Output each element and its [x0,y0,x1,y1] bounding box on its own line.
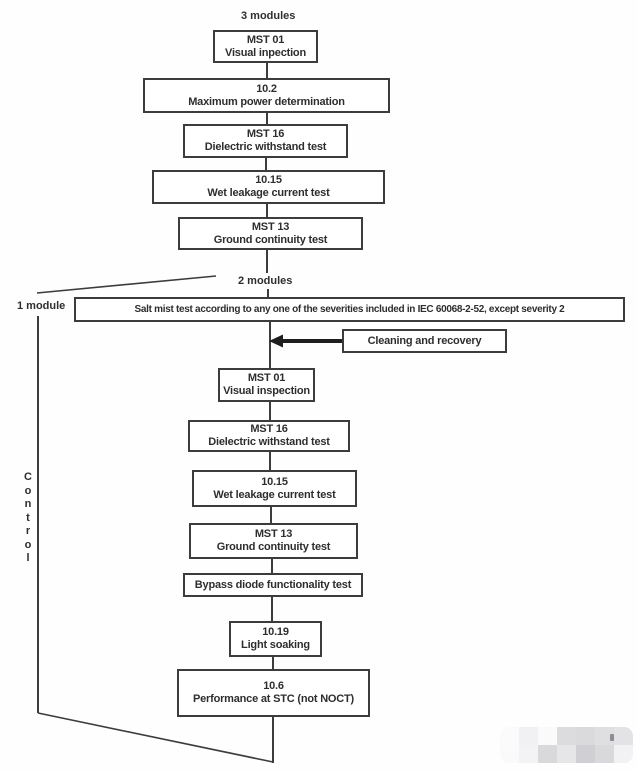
flow-box-ground-continuity-2: MST 13 Ground continuity test [189,523,358,559]
flow-box-wet-leakage-1: 10.15 Wet leakage current test [152,170,385,204]
flow-box-performance-stc: 10.6 Performance at STC (not NOCT) [177,669,370,717]
label-one-module: 1 module [17,300,66,312]
box-title: Ground continuity test [213,233,328,246]
watermark-mosaic [500,727,633,763]
box-code: MST 13 [251,220,290,233]
box-title: Ground continuity test [216,541,331,553]
connector-segment [267,289,269,297]
box-code: MST 01 [246,33,285,46]
box-title: Cleaning and recovery [367,334,482,347]
connector-segment [265,158,267,170]
box-code: 10.15 [255,174,282,186]
box-title: Dielectric withstand test [204,141,327,153]
box-title: Bypass diode functionality test [194,578,352,591]
connector-segment [271,559,273,573]
flow-box-light-soaking: 10.19 Light soaking [229,621,322,657]
connector-segment [272,657,274,669]
box-code: 10.15 [261,475,288,488]
label-two-modules: 2 modules [238,275,293,287]
branch-diagonal-top [36,275,217,294]
flow-box-wet-leakage-2: 10.15 Wet leakage current test [192,470,357,507]
box-code: MST 16 [250,423,288,435]
connector-segment [266,204,268,217]
connector-segment [270,507,272,523]
connector-segment [266,113,268,124]
flow-box-salt-mist-test: Salt mist test according to any one of t… [74,297,625,322]
box-title: Maximum power determination [188,95,345,108]
flow-box-bypass-diode: Bypass diode functionality test [183,573,363,597]
flow-box-cleaning-recovery: Cleaning and recovery [342,329,507,353]
connector-segment [266,250,268,273]
flow-box-dielectric-withstand-2: MST 16 Dielectric withstand test [188,420,350,452]
box-title: Visual inspection [223,385,310,397]
connector-segment [272,717,274,763]
box-code: MST 16 [246,128,285,140]
box-title: Light soaking [241,639,310,651]
box-title: Wet leakage current test [213,488,336,501]
connector-segment [266,63,268,78]
box-code: 10.2 [256,82,277,95]
box-code: 10.6 [263,680,284,692]
box-code: MST 01 [247,372,286,384]
label-three-modules: 3 modules [241,10,296,22]
cleaning-arrow-head [269,334,283,348]
box-title: Dielectric withstand test [208,436,330,448]
flow-box-dielectric-withstand-1: MST 16 Dielectric withstand test [183,124,348,158]
flow-box-max-power-determination: 10.2 Maximum power determination [143,78,390,113]
flow-box-visual-inspection-2: MST 01 Visual inspection [218,368,315,402]
box-code: 10.19 [262,626,289,638]
connector-segment [271,597,273,621]
connector-segment [269,402,271,420]
connector-segment [269,322,271,368]
box-title: Performance at STC (not NOCT) [192,693,355,705]
box-title: Salt mist test according to any one of t… [134,304,565,315]
flow-box-ground-continuity-1: MST 13 Ground continuity test [178,217,363,250]
control-branch-line [37,316,39,713]
connector-segment [269,452,271,470]
branch-diagonal-bottom [37,712,274,763]
box-code: MST 13 [254,528,293,540]
box-title: Wet leakage current test [207,187,330,199]
flow-box-visual-inspection-1: MST 01 Visual inpection [213,30,318,63]
watermark-artifact [610,734,614,741]
box-title: Visual inpection [225,46,306,59]
